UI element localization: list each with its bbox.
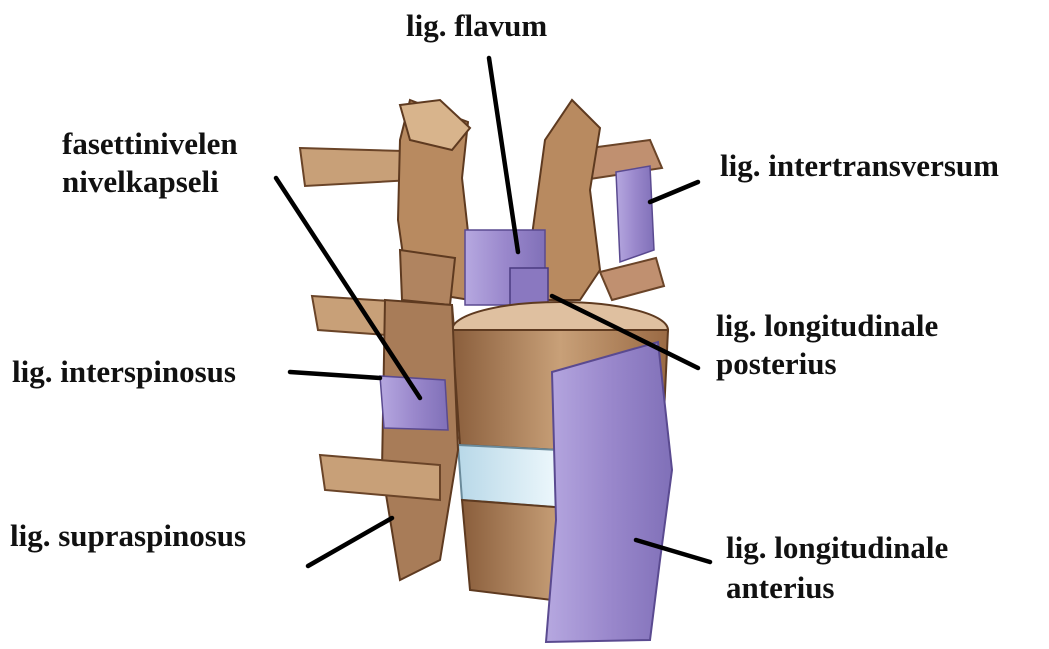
label-lig-flavum: lig. flavum — [406, 8, 547, 43]
label-lig-interspinosus: lig. interspinosus — [12, 354, 236, 389]
posterior-column — [382, 300, 458, 580]
label-lig-longitudinale-anterius-line1: lig. longitudinale — [726, 530, 948, 565]
leader-line-supraspinosus — [308, 518, 392, 566]
leader-line-intertransversum — [650, 182, 698, 202]
label-lig-longitudinale-posterius-line2: posterius — [716, 346, 837, 381]
label-lig-intertransversum: lig. intertransversum — [720, 148, 999, 183]
leader-line-interspinosus — [290, 372, 380, 378]
middle-transverse-process-right — [600, 258, 664, 300]
label-facet-capsule-line2: nivelkapseli — [62, 164, 219, 199]
facet-joint-region — [400, 250, 455, 305]
anterior-longitudinal-ligament — [546, 342, 672, 642]
label-facet-capsule-line1: fasettinivelen — [62, 126, 238, 161]
label-lig-supraspinosus: lig. supraspinosus — [10, 518, 246, 553]
label-lig-longitudinale-posterius-line1: lig. longitudinale — [716, 308, 938, 343]
intertransverse-ligament — [616, 166, 654, 262]
leader-line-flavum — [489, 58, 518, 252]
label-lig-longitudinale-anterius-line2: anterius — [726, 570, 835, 605]
interspinous-ligament — [380, 376, 448, 430]
